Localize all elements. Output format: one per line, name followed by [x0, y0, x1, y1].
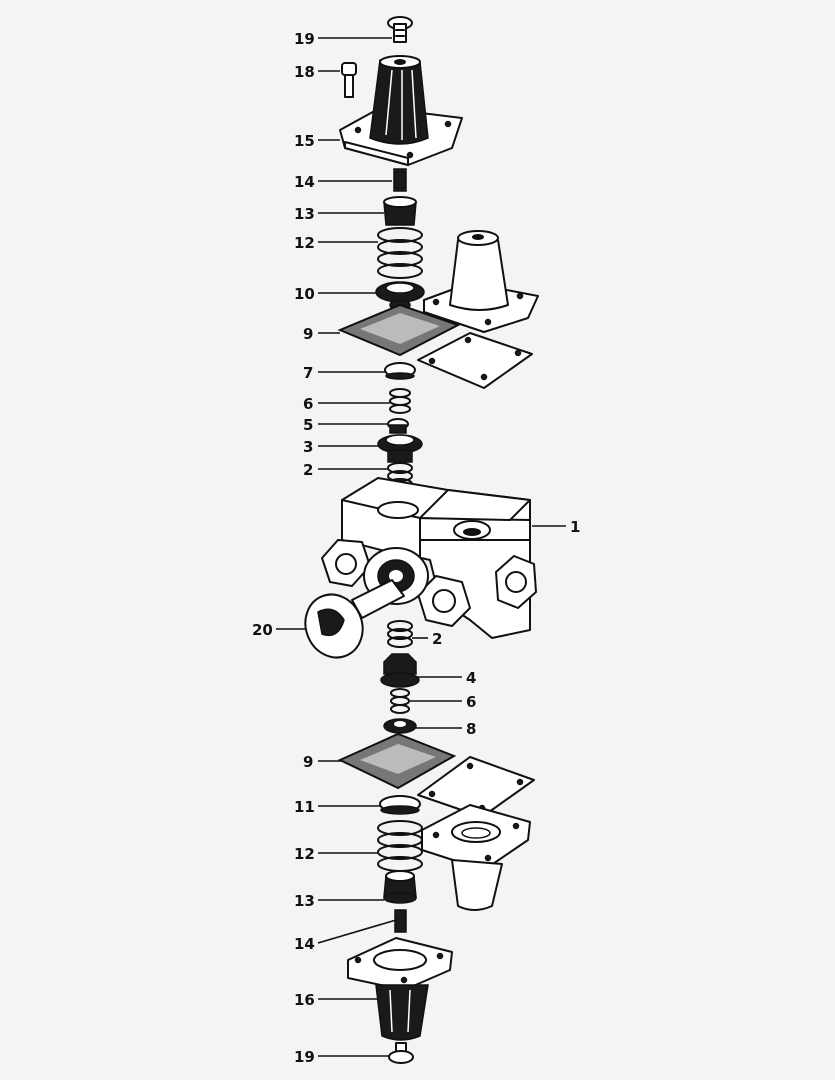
callout-labels: 19 18 15 14 13 12 10 9 7 6 5 3 2 1 20 2 … [252, 30, 580, 1066]
callout-19: 19 [294, 1048, 315, 1066]
part-2-spring-bottom [387, 620, 413, 648]
callout-2: 2 [303, 461, 313, 479]
part-1-valve-housing [321, 477, 537, 639]
side-gasket-plate-top [417, 332, 533, 389]
callout-13: 13 [294, 205, 315, 223]
callout-11: 11 [294, 798, 315, 816]
part-11-disc [379, 795, 421, 815]
part-14-small-spring [393, 168, 407, 192]
leader-lines [276, 37, 566, 1057]
side-cover-top-ghost [423, 230, 539, 333]
callout-4: 4 [466, 669, 476, 687]
callout-3: 3 [303, 438, 313, 456]
callout-10: 10 [294, 285, 315, 303]
part-16-bottom-cover [347, 937, 453, 1041]
part-9-diaphragm-bottom [337, 732, 457, 790]
callout-5: 5 [303, 416, 313, 434]
callout-6: 6 [466, 693, 476, 711]
part-19-screw-top [387, 16, 413, 43]
part-6-small-spring-top [389, 388, 411, 414]
part-15-cover [339, 55, 463, 166]
callout-12: 12 [294, 234, 315, 252]
part-20-handle [304, 579, 405, 659]
callout-15: 15 [294, 132, 315, 150]
callout-8: 8 [466, 720, 476, 738]
part-19-screw-bottom [388, 1042, 414, 1064]
part-3-piston [377, 434, 423, 463]
callout-1: 1 [570, 518, 580, 536]
callout-12: 12 [294, 845, 315, 863]
part-8-washer [383, 718, 417, 734]
part-9-diaphragm-top [337, 303, 461, 357]
callout-9: 9 [303, 753, 313, 771]
callout-16: 16 [294, 991, 315, 1009]
part-6-small-spring-bottom [390, 688, 410, 714]
callout-7: 7 [303, 364, 313, 382]
part-7-disc [384, 362, 416, 380]
part-5-valve [387, 418, 409, 434]
callout-19: 19 [294, 30, 315, 48]
part-4-plug [380, 653, 420, 688]
part-13-sleeve [383, 196, 417, 226]
part-13-sleeve-bottom [383, 870, 417, 904]
part-14-small-spring-bottom [394, 909, 407, 933]
part-12-spring [377, 227, 423, 279]
callout-20: 20 [252, 621, 273, 639]
callout-9: 9 [303, 325, 313, 343]
callout-14: 14 [294, 173, 315, 191]
part-12-spring-bottom [377, 820, 423, 872]
callout-18: 18 [294, 63, 315, 81]
side-cover-bottom-ghost [421, 804, 531, 911]
callout-6: 6 [303, 395, 313, 413]
callout-13: 13 [294, 892, 315, 910]
callout-2: 2 [432, 630, 442, 648]
part-18-bolt [341, 62, 357, 98]
callout-14: 14 [294, 935, 315, 953]
